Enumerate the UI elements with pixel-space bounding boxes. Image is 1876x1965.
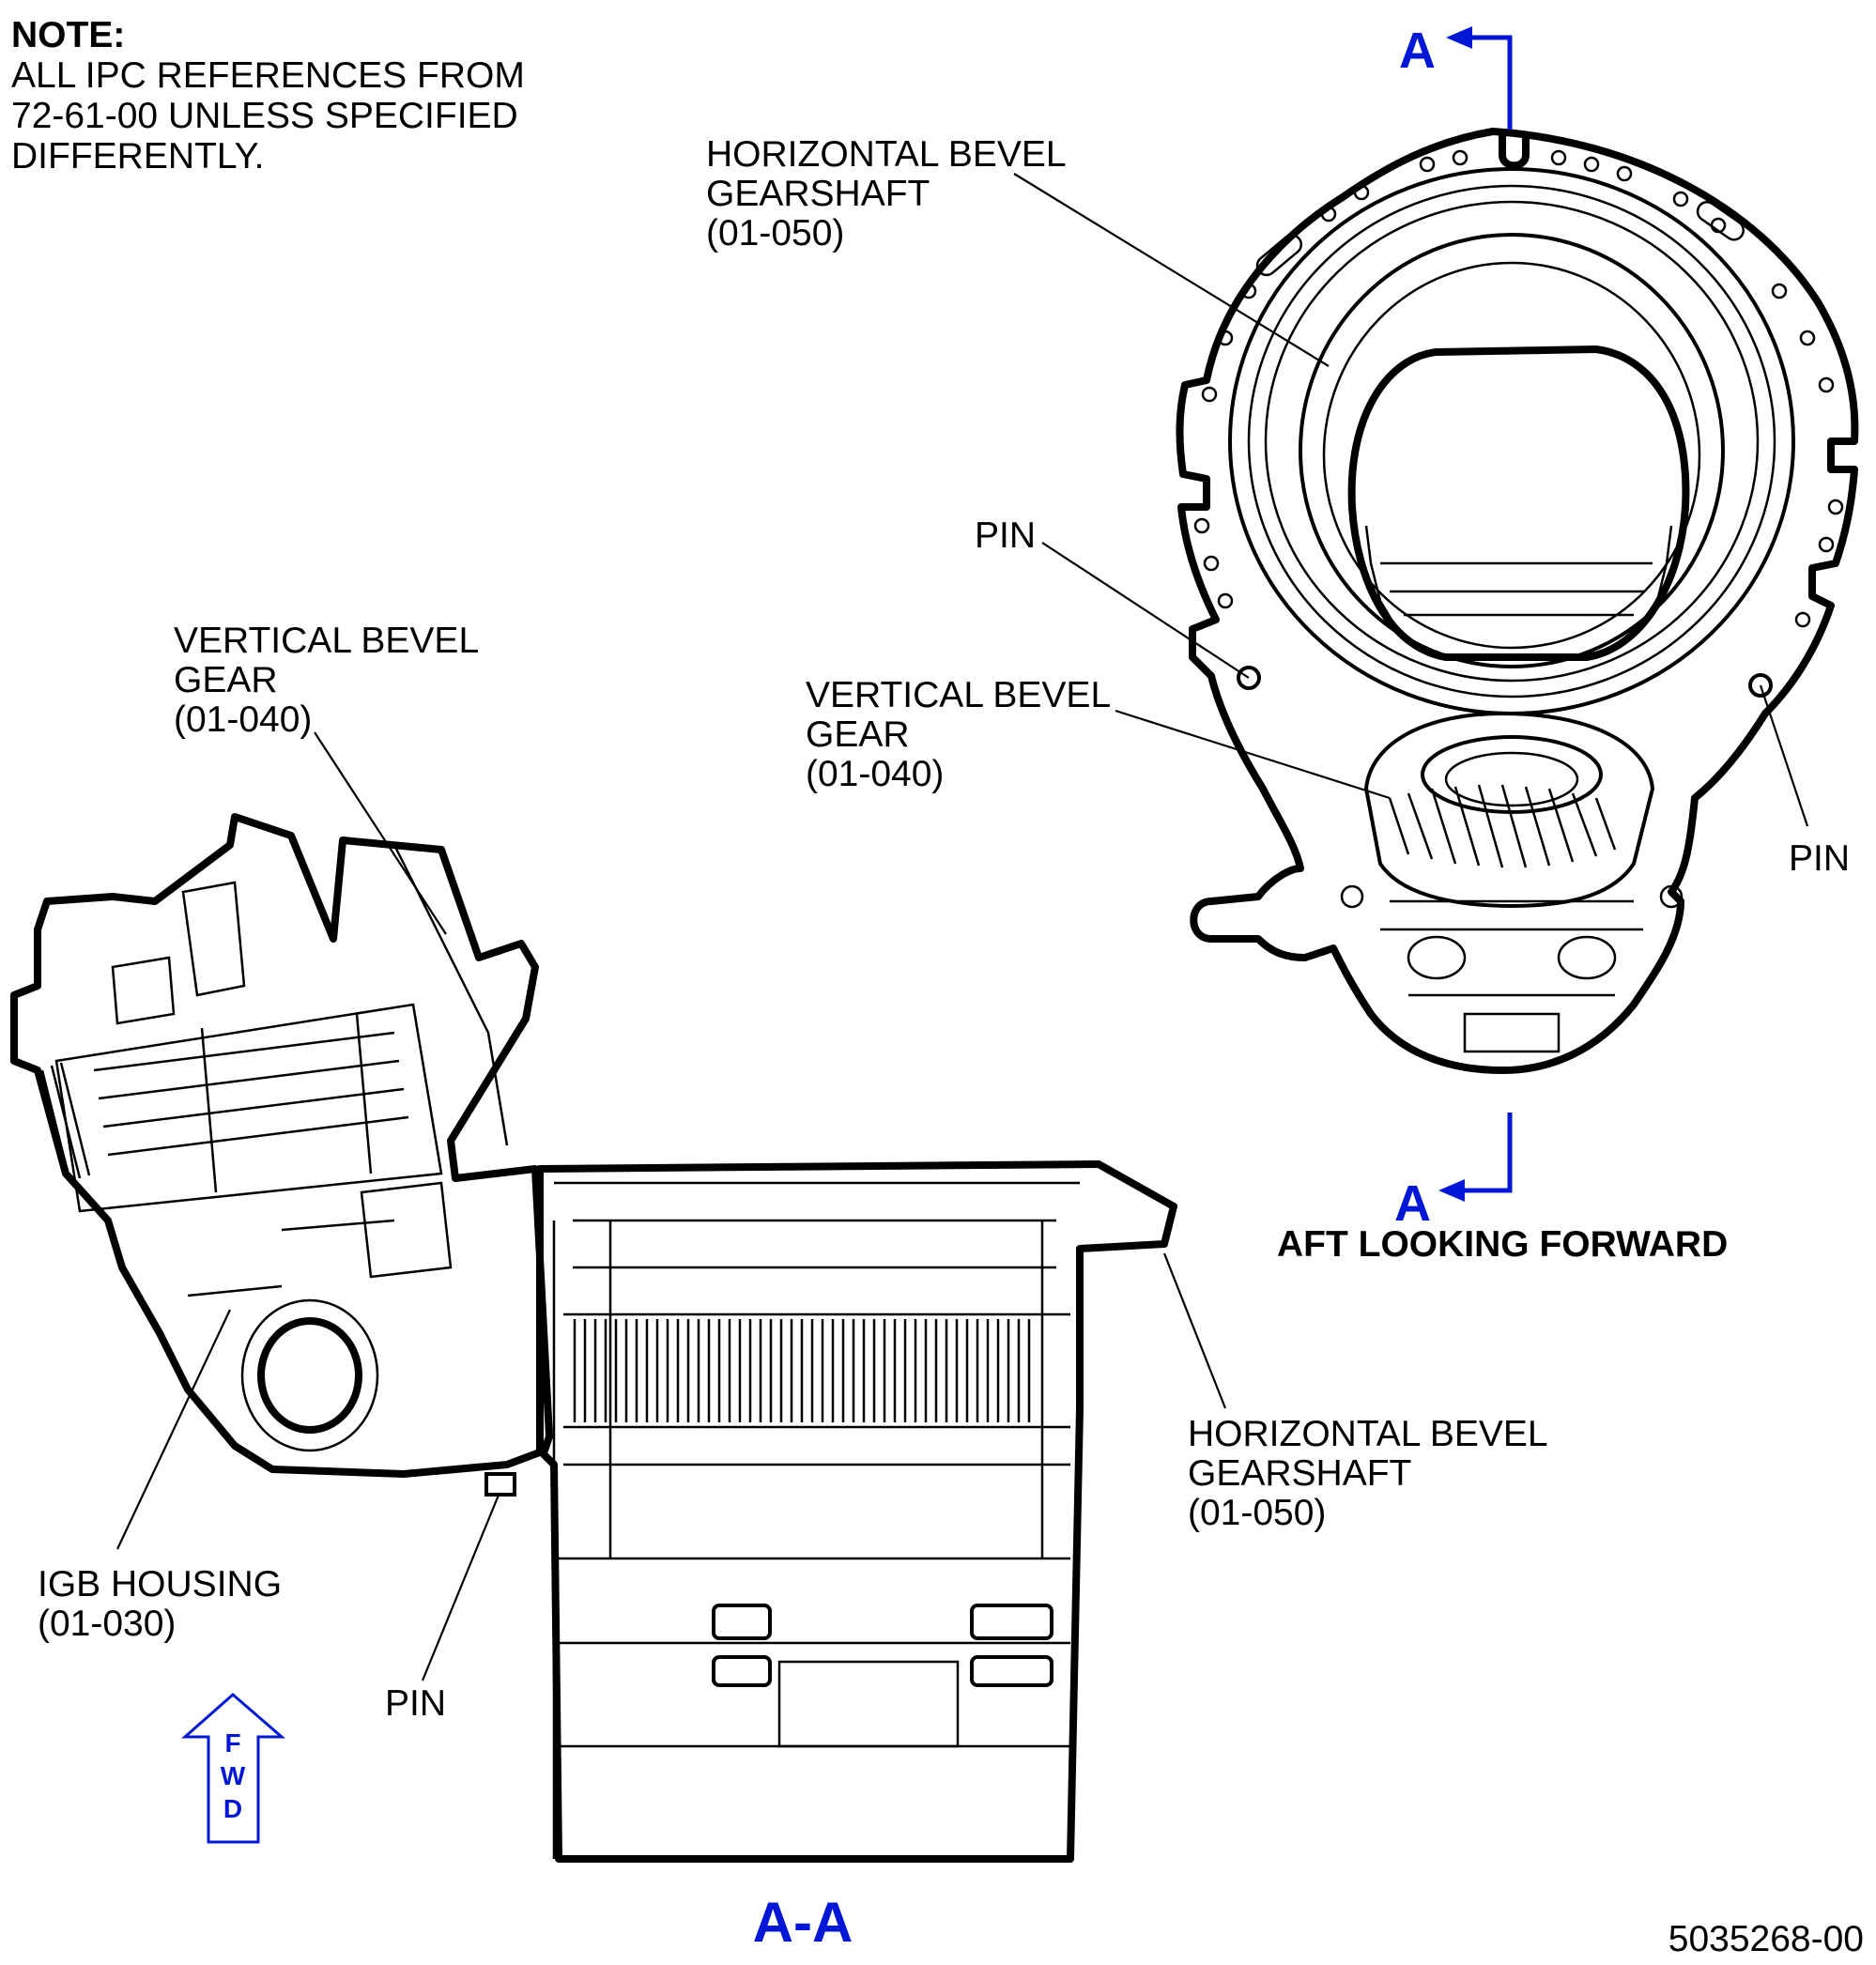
callout-text: (01-050) bbox=[706, 213, 844, 253]
callout-text: GEARSHAFT bbox=[1188, 1453, 1411, 1494]
fwd-arrow: F W D bbox=[181, 1693, 286, 1844]
section-title: A-A bbox=[753, 1891, 853, 1954]
aft-view-ring-3 bbox=[1264, 200, 1760, 683]
leader-vertical-gear-right bbox=[1115, 709, 1391, 800]
igb-housing-outline bbox=[10, 813, 553, 1478]
leader-horizontal-gearshaft-bottom bbox=[1162, 1252, 1227, 1409]
housing-shaft-splines bbox=[40, 1062, 91, 1184]
aft-view-ring-4 bbox=[1299, 233, 1725, 668]
callout-text: GEARSHAFT bbox=[706, 174, 930, 214]
callout-pin-upper-left: PIN bbox=[975, 515, 1036, 556]
aft-view-slot-left bbox=[1255, 234, 1303, 277]
aft-view-top-notch bbox=[1499, 131, 1530, 170]
aft-view-slot-right bbox=[1696, 200, 1745, 241]
callout-text: GEAR bbox=[174, 660, 278, 700]
callout-text: (01-050) bbox=[1188, 1493, 1326, 1533]
section-aa-drawing bbox=[10, 813, 1177, 1863]
section-pin bbox=[484, 1472, 516, 1497]
callout-text: HORIZONTAL BEVEL bbox=[706, 134, 1067, 175]
aft-view-flange-outline bbox=[1176, 128, 1859, 1074]
callout-text: IGB HOUSING bbox=[38, 1564, 282, 1604]
callout-horizontal-gearshaft-bottom: HORIZONTAL BEVEL GEARSHAFT (01-050) bbox=[1188, 1414, 1548, 1533]
aft-view-pin-left bbox=[1237, 666, 1261, 690]
callout-pin-bottom: PIN bbox=[385, 1683, 446, 1724]
aft-view-window-right bbox=[1557, 935, 1617, 980]
aft-view-gear-bore bbox=[1444, 751, 1579, 807]
leader-pin-upper-left bbox=[1041, 542, 1250, 679]
figure-number: 5035268-00 bbox=[1668, 1919, 1864, 1959]
callout-text: (01-040) bbox=[806, 754, 944, 794]
callout-text: VERTICAL BEVEL bbox=[806, 675, 1111, 715]
igb-housing-bore bbox=[257, 1317, 362, 1434]
aft-view-lower-housing bbox=[1380, 899, 1643, 1053]
leader-igb-housing bbox=[116, 1309, 231, 1550]
note-line-1: ALL IPC REFERENCES FROM bbox=[11, 55, 525, 96]
callout-horizontal-gearshaft-top: HORIZONTAL BEVEL GEARSHAFT (01-050) bbox=[706, 134, 1067, 253]
section-cut-marker-top: A bbox=[1399, 23, 1513, 130]
fwd-letter: F bbox=[224, 1728, 240, 1758]
aft-view-bore-splines bbox=[1364, 525, 1673, 649]
aft-view-ring-5 bbox=[1322, 261, 1701, 650]
aft-view-pin-right bbox=[1748, 673, 1773, 698]
aft-view-bore bbox=[1347, 345, 1690, 661]
callout-vertical-gear-left: VERTICAL BEVEL GEAR (01-040) bbox=[174, 621, 479, 740]
section-cut-marker-bottom: A bbox=[1394, 1113, 1513, 1232]
leader-horizontal-gearshaft-top bbox=[1013, 173, 1330, 367]
callout-text: GEAR bbox=[806, 714, 910, 755]
fwd-letter: D bbox=[223, 1794, 242, 1823]
igb-housing-bore-ring bbox=[240, 1298, 379, 1452]
callout-text: HORIZONTAL BEVEL bbox=[1188, 1414, 1548, 1454]
note-line-2: 72-61-00 UNLESS SPECIFIED bbox=[11, 96, 518, 136]
section-letter-top: A bbox=[1399, 23, 1436, 79]
fwd-arrow-shape bbox=[181, 1693, 286, 1844]
callout-igb-housing: IGB HOUSING (01-030) bbox=[38, 1564, 282, 1644]
aft-view-boss-left bbox=[1340, 884, 1364, 909]
section-arrow-bottom-head bbox=[1438, 1179, 1465, 1202]
housing-internals bbox=[54, 844, 509, 1297]
section-letter-bottom: A bbox=[1394, 1175, 1431, 1232]
aft-view-drawing bbox=[1176, 128, 1859, 1074]
gearshaft-outline bbox=[536, 1160, 1177, 1863]
gearshaft-bearings bbox=[712, 1604, 1053, 1748]
fwd-letter: W bbox=[221, 1761, 246, 1790]
leader-pin-bottom bbox=[421, 1492, 501, 1681]
gearshaft-internals bbox=[552, 1181, 1080, 1859]
aft-view-window-left bbox=[1407, 935, 1467, 980]
aft-view-ring-outer bbox=[1228, 167, 1795, 715]
gearshaft-splines bbox=[573, 1319, 1031, 1422]
leader-vertical-gear-left bbox=[314, 731, 447, 935]
view-caption: AFT LOOKING FORWARD bbox=[1277, 1224, 1728, 1265]
callout-text: (01-030) bbox=[38, 1604, 176, 1644]
note-heading: NOTE: bbox=[11, 15, 125, 55]
aft-view-gear-hub bbox=[1421, 735, 1603, 814]
callout-pin-right: PIN bbox=[1789, 838, 1850, 879]
aft-view-ring-2 bbox=[1247, 184, 1776, 698]
section-arrow-top-head bbox=[1446, 26, 1472, 49]
callout-text: (01-040) bbox=[174, 699, 312, 740]
callout-text: VERTICAL BEVEL bbox=[174, 621, 479, 661]
callout-vertical-gear-right: VERTICAL BEVEL GEAR (01-040) bbox=[806, 675, 1111, 794]
note-block: NOTE: ALL IPC REFERENCES FROM 72-61-00 U… bbox=[11, 15, 525, 177]
aft-view-gear-teeth bbox=[1388, 784, 1617, 868]
aft-view-boss-right bbox=[1659, 884, 1684, 909]
callout-leaders bbox=[116, 173, 1809, 1681]
leader-pin-right bbox=[1759, 684, 1809, 827]
note-line-3: DIFFERENTLY. bbox=[11, 136, 264, 177]
